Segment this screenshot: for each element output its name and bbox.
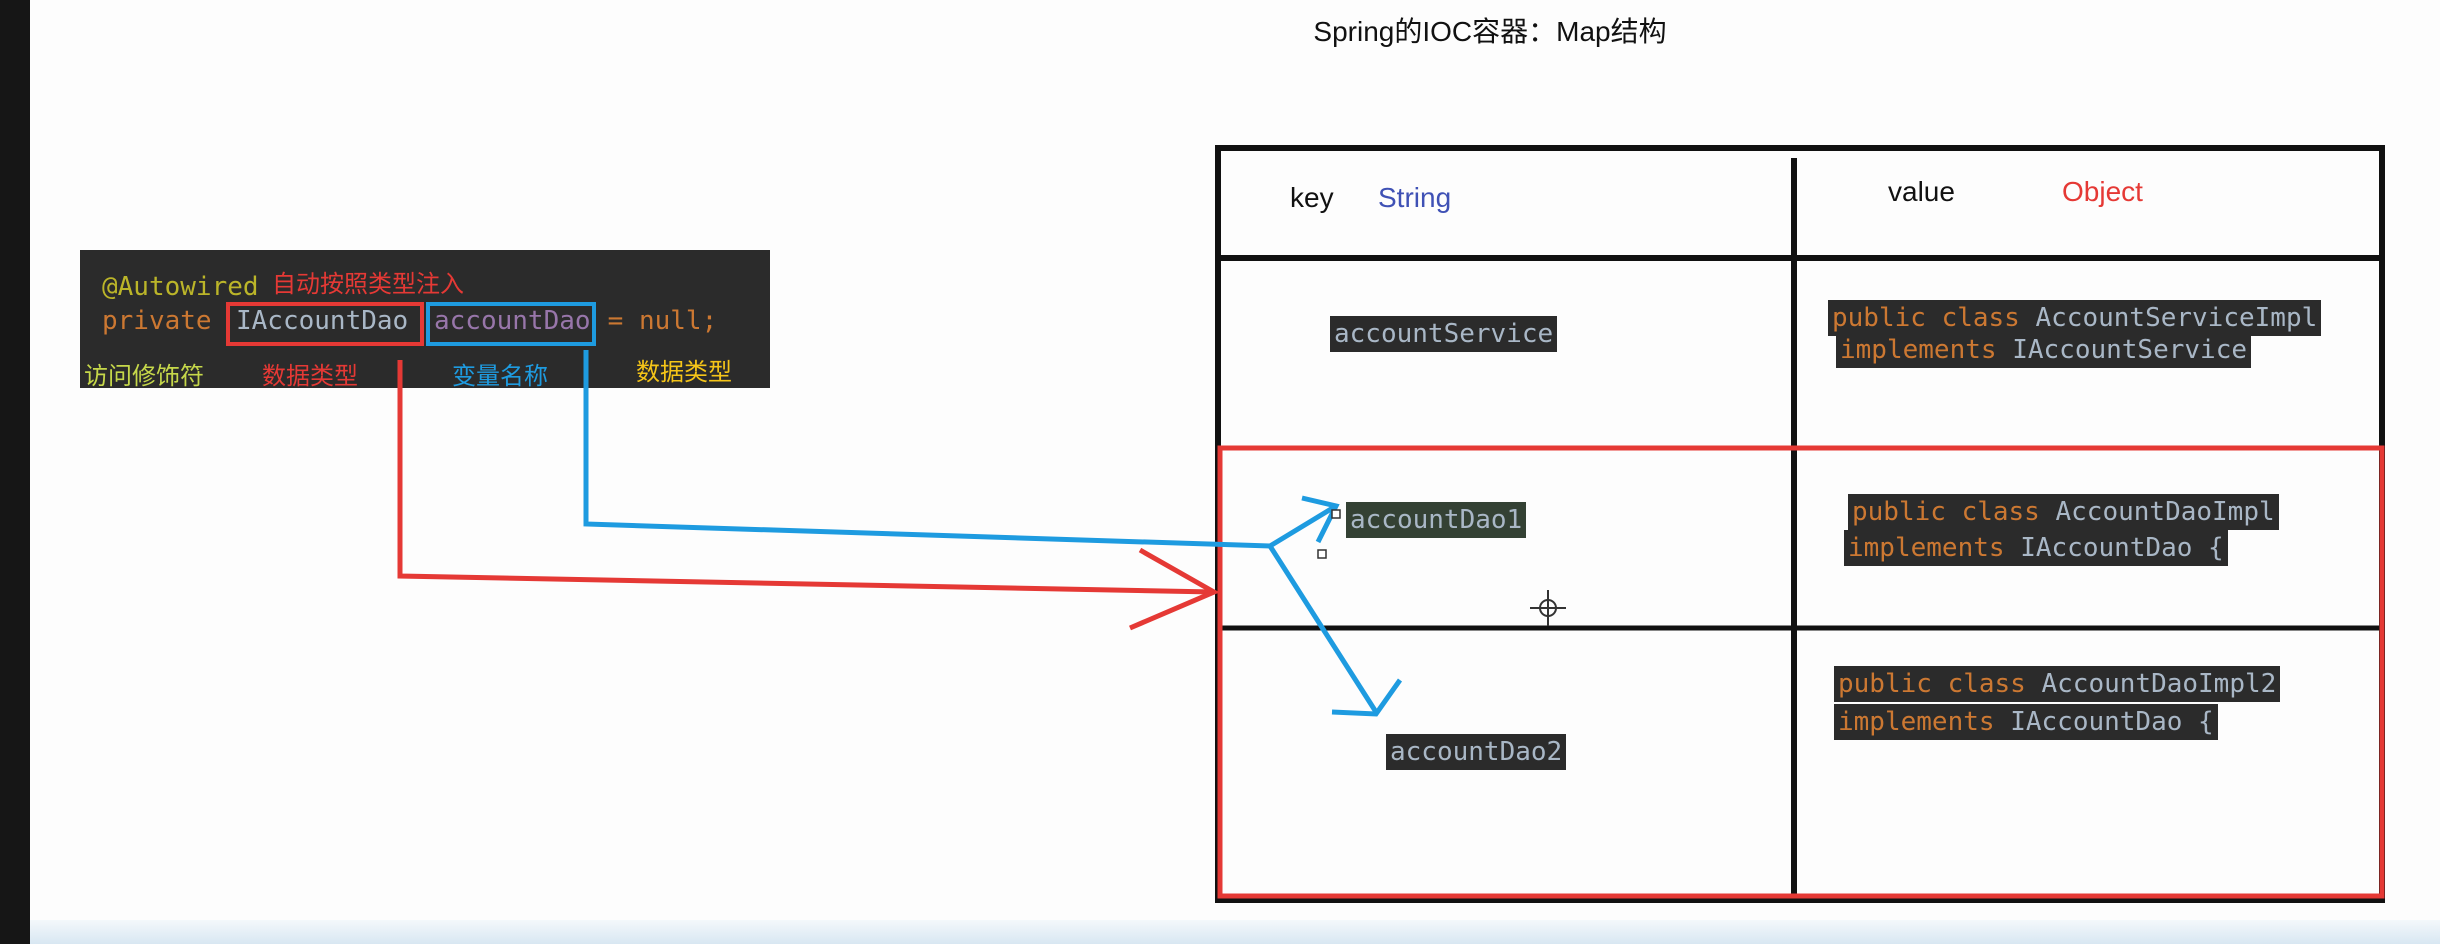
annotation-note: 自动按照类型注入 (272, 271, 464, 298)
keyword: public class (1852, 497, 2040, 527)
blue-arrow-head (1301, 495, 1340, 544)
value-account-dao1-line1: public class AccountDaoImpl (1848, 494, 2279, 530)
keyword-private: private (102, 306, 212, 336)
blue-arrow-line (583, 350, 1338, 549)
type-match-box (1217, 445, 2385, 899)
key-account-dao1: accountDao1 (1346, 502, 1527, 538)
bottom-decoration (30, 920, 2440, 944)
red-arrow-head (1129, 547, 1220, 631)
label-var-name: 变量名称 (452, 363, 548, 390)
value-account-dao1-line2: implements IAccountDao { (1844, 530, 2228, 566)
value-account-service-line2: implements IAccountService (1836, 332, 2252, 368)
key-account-service: accountService (1330, 316, 1558, 352)
header-value-type: Object (2062, 176, 2143, 207)
crosshair-cursor-icon (1530, 590, 1566, 626)
autowired-annotation: @Autowired (102, 272, 259, 302)
interface-name: IAccountDao { (2010, 707, 2214, 737)
value-account-dao2-line1: public class AccountDaoImpl2 (1834, 666, 2281, 702)
class-name: AccountServiceImpl (2035, 303, 2318, 333)
class-name: AccountDaoImpl (2055, 497, 2275, 527)
variable-name: accountDao (434, 306, 591, 336)
keyword: implements (1840, 335, 1997, 365)
red-arrow-line (397, 360, 1215, 595)
page-title: Spring的IOC容器：Map结构 (1313, 16, 1667, 47)
left-window-edge (0, 0, 30, 944)
label-access-modifier: 访问修饰符 (84, 363, 204, 390)
keyword: public class (1832, 303, 2020, 333)
assignment-null: = null; (592, 306, 718, 336)
value-account-dao2-line2: implements IAccountDao { (1834, 704, 2218, 740)
label-data-type-2: 数据类型 (636, 359, 732, 386)
blue-arrow-head-2 (1331, 678, 1403, 717)
interface-name: IAccountService (2012, 335, 2248, 365)
header-key: key (1290, 182, 1334, 213)
type-name: IAccountDao (236, 306, 409, 336)
blue-arrow-line-2 (1267, 544, 1379, 714)
var-highlight-box (426, 302, 596, 346)
code-snippet-panel (80, 250, 770, 388)
interface-name: IAccountDao { (2020, 533, 2224, 563)
key-account-dao2: accountDao2 (1386, 734, 1567, 770)
header-key-type: String (1378, 182, 1452, 213)
header-value: value (1888, 176, 1955, 207)
keyword: public class (1838, 669, 2026, 699)
value-account-service-line1: public class AccountServiceImpl (1828, 300, 2322, 336)
class-name: AccountDaoImpl2 (2041, 669, 2277, 699)
type-highlight-box (226, 302, 424, 346)
keyword: implements (1838, 707, 1995, 737)
label-data-type: 数据类型 (262, 363, 358, 390)
keyword: implements (1848, 533, 2005, 563)
